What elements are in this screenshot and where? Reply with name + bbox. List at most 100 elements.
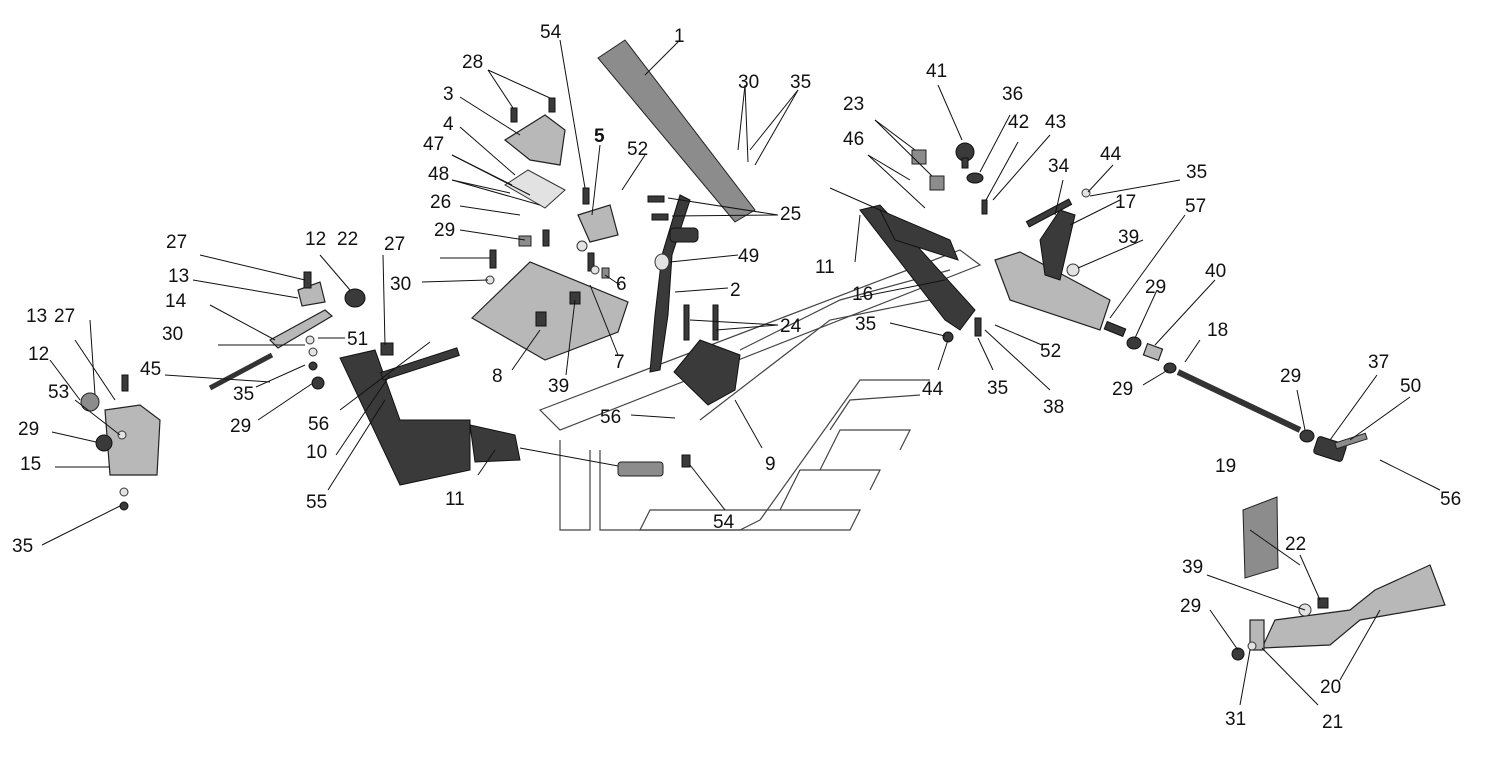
label-29-c: 29 xyxy=(18,419,39,440)
rod-assembly xyxy=(1126,336,1368,462)
support-bracket xyxy=(339,347,521,486)
label-5: 5 xyxy=(594,126,605,147)
label-15: 15 xyxy=(20,454,41,475)
label-14: 14 xyxy=(165,291,187,312)
label-27-c: 27 xyxy=(54,306,75,327)
label-30-b: 30 xyxy=(162,324,183,345)
label-30-a: 30 xyxy=(390,274,411,295)
label-11-upper: 11 xyxy=(815,257,835,278)
part-number-labels: 1 2 3 4 5 6 7 8 9 10 11 11 12 12 13 13 1… xyxy=(12,22,1461,733)
label-42: 42 xyxy=(1008,112,1029,133)
label-3: 3 xyxy=(443,84,454,105)
label-25: 25 xyxy=(780,204,801,225)
label-24: 24 xyxy=(780,316,802,337)
label-21: 21 xyxy=(1322,712,1343,733)
label-4: 4 xyxy=(443,114,454,135)
label-35-e: 35 xyxy=(855,314,876,335)
label-39-b: 39 xyxy=(1118,227,1139,248)
label-35-b: 35 xyxy=(233,384,254,405)
label-16: 16 xyxy=(852,284,873,305)
label-37: 37 xyxy=(1368,352,1389,373)
label-56-c: 56 xyxy=(1440,489,1461,510)
label-53: 53 xyxy=(48,382,69,403)
label-27-b: 27 xyxy=(384,234,405,255)
label-29-b: 29 xyxy=(230,416,251,437)
label-35-d: 35 xyxy=(1186,162,1207,183)
floor-outline xyxy=(538,249,982,531)
label-52-a: 52 xyxy=(627,139,648,160)
label-22-left: 22 xyxy=(337,229,358,250)
label-22-right: 22 xyxy=(1285,534,1306,555)
label-39-a: 39 xyxy=(548,376,569,397)
label-28: 28 xyxy=(462,52,483,73)
label-41: 41 xyxy=(926,61,947,82)
cover xyxy=(503,114,566,166)
lower-bracket xyxy=(1231,564,1446,661)
label-56-a: 56 xyxy=(600,407,621,428)
label-29-f: 29 xyxy=(1280,366,1301,387)
label-18: 18 xyxy=(1207,320,1228,341)
label-44-bottom: 44 xyxy=(922,379,944,400)
label-8: 8 xyxy=(492,366,503,387)
label-57: 57 xyxy=(1185,196,1206,217)
label-46: 46 xyxy=(843,129,864,150)
label-52-b: 52 xyxy=(1040,341,1061,362)
label-30-c: 30 xyxy=(738,72,759,93)
label-26: 26 xyxy=(430,192,451,213)
label-40: 40 xyxy=(1205,261,1226,282)
label-7: 7 xyxy=(614,352,625,373)
label-39-c: 39 xyxy=(1182,557,1203,578)
label-56-b: 56 xyxy=(308,414,329,435)
label-20: 20 xyxy=(1320,677,1341,698)
label-54-b: 54 xyxy=(713,512,735,533)
actuator-cylinder xyxy=(994,251,1127,338)
label-23: 23 xyxy=(843,94,864,115)
label-11-lower: 11 xyxy=(445,489,465,510)
label-29-d: 29 xyxy=(1145,277,1166,298)
pivot-bracket xyxy=(577,204,619,243)
label-6: 6 xyxy=(616,274,627,295)
label-51: 51 xyxy=(347,329,368,350)
label-49: 49 xyxy=(738,246,759,267)
leader-lines xyxy=(41,39,1441,706)
label-12-right: 12 xyxy=(305,229,326,250)
label-45: 45 xyxy=(140,359,161,380)
label-54-a: 54 xyxy=(540,22,562,43)
gasket xyxy=(504,169,566,209)
label-9: 9 xyxy=(765,454,776,475)
label-35-c: 35 xyxy=(12,536,33,557)
small-fasteners xyxy=(485,97,719,341)
label-2: 2 xyxy=(730,280,741,301)
label-13-left: 13 xyxy=(26,306,47,327)
label-50: 50 xyxy=(1400,376,1421,397)
label-29-a: 29 xyxy=(434,220,455,241)
label-29-g: 29 xyxy=(1180,596,1201,617)
label-13-right: 13 xyxy=(168,266,189,287)
label-44-top: 44 xyxy=(1100,144,1122,165)
label-1: 1 xyxy=(674,26,685,47)
label-19: 19 xyxy=(1215,456,1236,477)
label-31: 31 xyxy=(1225,709,1246,730)
label-29-e: 29 xyxy=(1112,379,1133,400)
sensor-block xyxy=(673,339,741,406)
label-17: 17 xyxy=(1115,192,1136,213)
label-12-left: 12 xyxy=(28,344,49,365)
left-brackets xyxy=(80,271,394,511)
base-plate xyxy=(471,261,629,361)
label-48: 48 xyxy=(428,164,449,185)
label-27-a: 27 xyxy=(166,232,187,253)
label-38: 38 xyxy=(1043,397,1064,418)
cable-end-left xyxy=(519,447,691,477)
label-47: 47 xyxy=(423,134,444,155)
label-35-f: 35 xyxy=(987,378,1008,399)
upper-right-fasteners xyxy=(911,142,1091,343)
clevis-bracket xyxy=(1025,198,1076,281)
pedal-pad xyxy=(597,39,756,223)
label-43: 43 xyxy=(1045,112,1066,133)
pedal-lever xyxy=(649,194,699,373)
cable-arm xyxy=(829,187,976,331)
label-36: 36 xyxy=(1002,84,1023,105)
label-35-a: 35 xyxy=(790,72,811,93)
